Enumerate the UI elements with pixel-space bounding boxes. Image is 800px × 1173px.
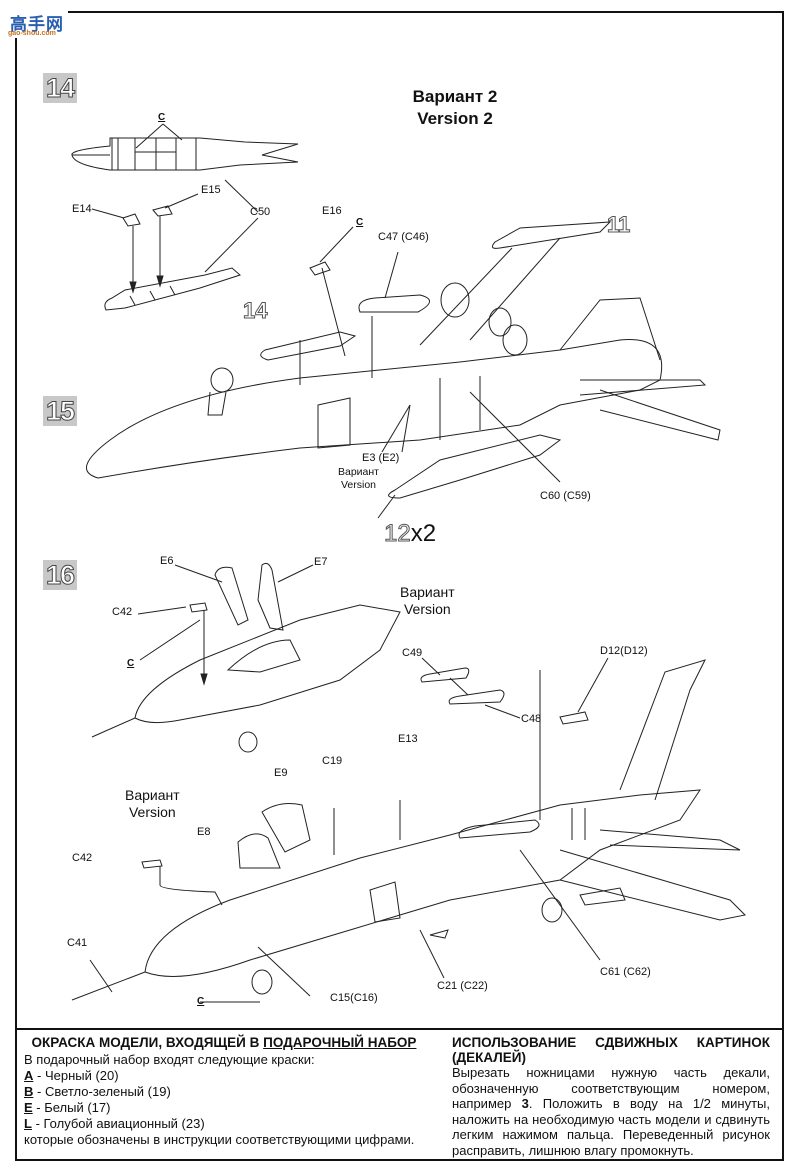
aircraft-step16-lower	[71, 659, 747, 1003]
step-reference-12: 12	[384, 520, 412, 548]
part-label-e3: E3 (E2)	[362, 452, 400, 464]
part-label-c42: C42	[72, 852, 93, 864]
paint-code: A	[24, 1068, 34, 1083]
part-label-c61: C61 (C62)	[600, 966, 651, 978]
variant-note-en: Version	[128, 804, 176, 820]
part-label-c15: C15(C16)	[330, 992, 378, 1004]
paint-name: - Голубой авиационный (23)	[31, 1116, 205, 1131]
variant-title: Вариант 2 Version 2	[380, 86, 530, 130]
paint-section-title: ОКРАСКА МОДЕЛИ, ВХОДЯЩЕЙ В ПОДАРОЧНЫЙ НА…	[24, 1035, 424, 1051]
paint-code-label: C	[158, 112, 166, 123]
watermark-logo: 高手网 gao-shou.com	[6, 8, 68, 38]
step-number-16: 16	[43, 560, 77, 591]
drop-tank-assembled	[71, 123, 299, 171]
decal-example-number: 3	[521, 1096, 529, 1111]
variant-note: Вариант Version	[125, 787, 180, 821]
part-label-e14: E14	[72, 203, 92, 215]
paint-code-label: C	[356, 217, 364, 228]
drop-tank-parts	[91, 179, 259, 311]
decal-body: Вырезать ножницами нужную часть декали, …	[452, 1065, 770, 1158]
paint-item: E - Белый (17)	[24, 1100, 424, 1116]
part-label-e6: E6	[160, 555, 174, 567]
variant-note-ru: Вариант	[338, 466, 379, 478]
decal-instructions: ИСПОЛЬЗОВАНИЕ СДВИЖНЫХ КАРТИНОК (ДЕКАЛЕЙ…	[452, 1035, 770, 1158]
quantity-multiplier: x2	[410, 520, 437, 547]
paint-code: L	[24, 1116, 32, 1131]
variant-note-ru: Вариант	[400, 584, 455, 600]
paint-name: - Черный (20)	[33, 1068, 119, 1083]
part-label-c41: C41	[67, 937, 88, 949]
step-number-15: 15	[43, 396, 77, 427]
canopy-parts	[420, 657, 609, 725]
paint-instructions: ОКРАСКА МОДЕЛИ, ВХОДЯЩЕЙ В ПОДАРОЧНЫЙ НА…	[24, 1035, 424, 1148]
step-reference-11: 11	[606, 212, 631, 238]
variant-title-en: Version 2	[417, 109, 493, 128]
variant-note-ru: Вариант	[125, 787, 180, 803]
part-label-c48: C48	[521, 713, 542, 725]
part-label-c60: C60 (C59)	[540, 490, 591, 502]
paint-title-underlined: ПОДАРОЧНЫЙ НАБОР	[263, 1035, 417, 1050]
paint-footer: которые обозначены в инструкции соответс…	[24, 1132, 415, 1147]
part-label-e15: E15	[201, 184, 221, 196]
watermark-text: 高手网	[10, 15, 64, 34]
decal-section-title: ИСПОЛЬЗОВАНИЕ СДВИЖНЫХ КАРТИНОК (ДЕКАЛЕЙ…	[452, 1035, 770, 1065]
part-label-e8: E8	[197, 826, 211, 838]
variant-note: Вариант Version	[400, 584, 455, 618]
part-label-c21: C21 (C22)	[437, 980, 488, 992]
decal-body-text: Вырезать ножницами нужную часть декали, …	[452, 1065, 770, 1111]
decal-body-text: . Положить в воду на 1/2 минуты, наложит…	[452, 1096, 770, 1158]
part-label-c50: C50	[250, 206, 271, 218]
step-reference-12x2: 12x2	[384, 520, 437, 548]
variant-note-en: Version	[403, 601, 451, 617]
paint-intro: В подарочный набор входят следующие крас…	[24, 1052, 315, 1067]
paint-code: B	[24, 1084, 34, 1099]
variant-note: Вариант Version	[338, 466, 379, 492]
paint-code-label: C	[127, 658, 135, 669]
paint-name: - Светло-зеленый (19)	[33, 1084, 171, 1099]
step-reference-14: 14	[242, 298, 268, 324]
step-number-14: 14	[43, 73, 77, 104]
paint-item: B - Светло-зеленый (19)	[24, 1084, 424, 1100]
part-label-d12: D12(D12)	[600, 645, 648, 657]
assembly-drawing	[71, 123, 747, 1003]
part-label-c42: C42	[112, 606, 133, 618]
paint-item: L - Голубой авиационный (23)	[24, 1116, 424, 1132]
text-section-divider	[15, 1028, 784, 1030]
paint-code-label: C	[197, 996, 205, 1007]
part-label-e7: E7	[314, 556, 328, 568]
paint-name: - Белый (17)	[32, 1100, 111, 1115]
variant-title-ru: Вариант 2	[412, 87, 498, 106]
aircraft-step16-upper	[91, 562, 401, 753]
paint-title-text: ОКРАСКА МОДЕЛИ, ВХОДЯЩЕЙ В	[31, 1035, 264, 1050]
part-label-e13: E13	[398, 733, 418, 745]
page-frame	[15, 11, 784, 1161]
variant-note-en: Version	[340, 479, 377, 491]
paint-code: E	[24, 1100, 33, 1115]
watermark-url: gao-shou.com	[8, 30, 56, 37]
part-label-e16: E16	[322, 205, 342, 217]
paint-item: A - Черный (20)	[24, 1068, 424, 1084]
part-label-c47: C47 (C46)	[378, 231, 429, 243]
part-label-c19: C19	[322, 755, 343, 767]
aircraft-step15	[86, 221, 721, 519]
part-label-e9: E9	[274, 767, 288, 779]
part-label-c49: C49	[402, 647, 423, 659]
